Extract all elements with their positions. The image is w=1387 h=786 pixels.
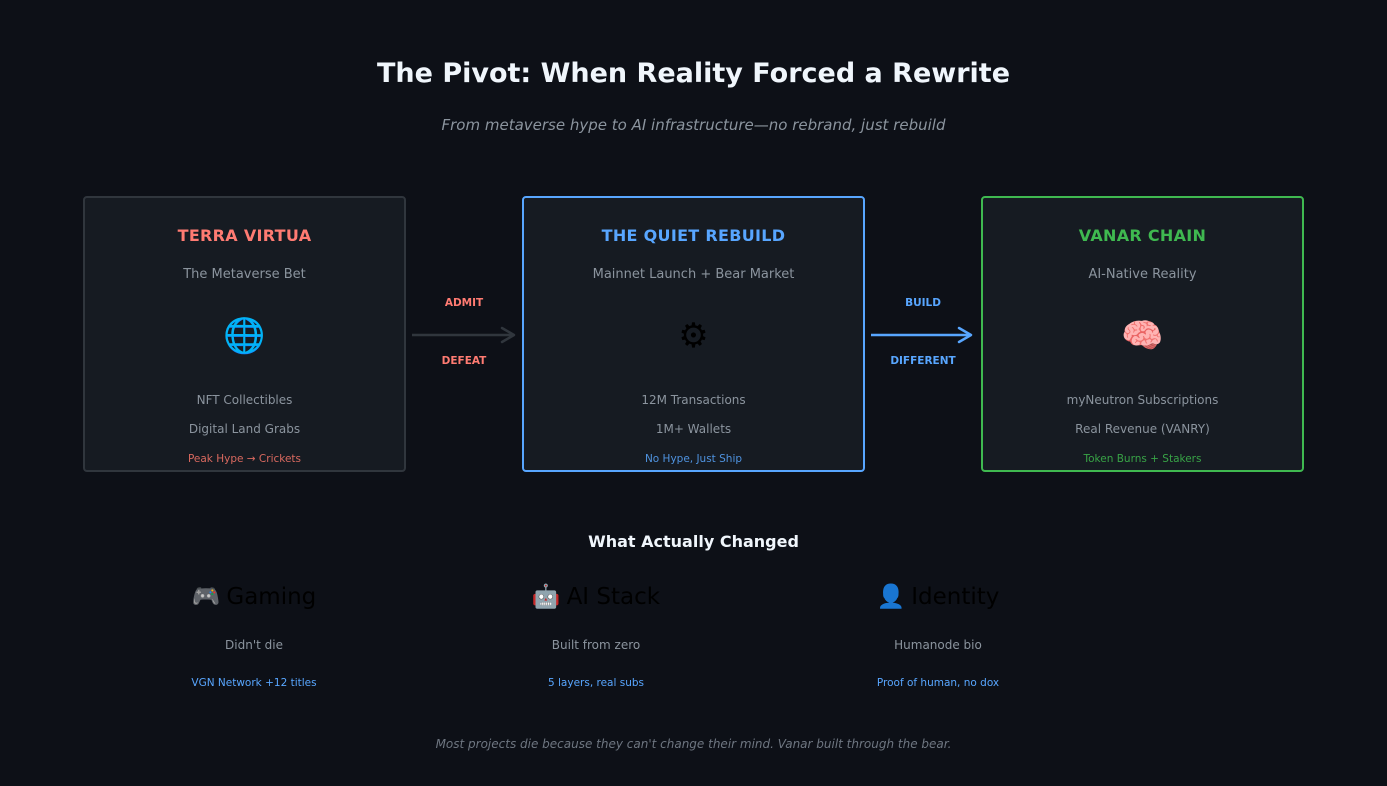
section-title: What Actually Changed xyxy=(588,532,799,551)
stage-card-vanar-chain: VANAR CHAIN AI-Native Reality 🧠 myNeutro… xyxy=(981,196,1304,472)
change-desc: Built from zero xyxy=(551,638,641,652)
change-label: Gaming xyxy=(226,584,317,610)
stage-detail: 12M Transactions xyxy=(641,393,746,407)
change-item-ai-stack: 🤖AI Stack Built from zero 5 layers, real… xyxy=(466,582,726,689)
stage-title: THE QUIET REBUILD xyxy=(601,226,786,245)
stage-title: VANAR CHAIN xyxy=(1078,226,1207,245)
globe-icon: 🌐 xyxy=(223,316,266,356)
page-title: The Pivot: When Reality Forced a Rewrite xyxy=(376,58,1011,89)
change-item-identity: 👤Identity Humanode bio Proof of human, n… xyxy=(808,582,1068,689)
arrow-right-icon xyxy=(871,326,973,344)
change-heading: 🤖AI Stack xyxy=(466,582,726,612)
change-desc: Didn't die xyxy=(225,638,283,652)
stage-detail: Real Revenue (VANRY) xyxy=(1075,422,1210,436)
change-heading: 🎮Gaming xyxy=(124,582,384,612)
robot-icon: 🤖 xyxy=(531,584,561,610)
change-label: AI Stack xyxy=(566,584,661,610)
stage-card-terra-virtua: TERRA VIRTUA The Metaverse Bet 🌐 NFT Col… xyxy=(83,196,406,472)
stage-note: Token Burns + Stakers xyxy=(1083,453,1202,465)
stage-subtitle: The Metaverse Bet xyxy=(183,267,306,282)
connector-label-bottom: DIFFERENT xyxy=(890,355,956,367)
change-item-gaming: 🎮Gaming Didn't die VGN Network +12 title… xyxy=(124,582,384,689)
connector-label-top: BUILD xyxy=(905,297,941,309)
stage-note: No Hype, Just Ship xyxy=(644,453,743,465)
connector-label-bottom: DEFEAT xyxy=(441,355,487,367)
gamepad-icon: 🎮 xyxy=(191,584,221,610)
page-subtitle: From metaverse hype to AI infrastructure… xyxy=(441,116,946,134)
stage-subtitle: Mainnet Launch + Bear Market xyxy=(592,267,795,282)
stage-subtitle: AI-Native Reality xyxy=(1088,267,1197,282)
brain-icon: 🧠 xyxy=(1121,316,1164,356)
change-note: Proof of human, no dox xyxy=(876,677,1000,689)
change-heading: 👤Identity xyxy=(808,582,1068,612)
person-icon: 👤 xyxy=(876,584,906,610)
stage-title: TERRA VIRTUA xyxy=(177,226,312,245)
stage-detail: myNeutron Subscriptions xyxy=(1066,393,1219,407)
change-desc: Humanode bio xyxy=(894,638,982,652)
change-label: Identity xyxy=(911,584,1000,610)
stage-detail: NFT Collectibles xyxy=(196,393,293,407)
change-note: VGN Network +12 titles xyxy=(191,677,317,689)
arrow-right-icon xyxy=(412,326,516,344)
gear-icon: ⚙ xyxy=(678,316,709,356)
stage-card-quiet-rebuild: THE QUIET REBUILD Mainnet Launch + Bear … xyxy=(522,196,865,472)
stage-detail: 1M+ Wallets xyxy=(655,422,732,436)
footer-caption: Most projects die because they can't cha… xyxy=(435,737,952,751)
stage-note: Peak Hype → Crickets xyxy=(187,453,302,465)
stage-detail: Digital Land Grabs xyxy=(188,422,301,436)
connector-label-top: ADMIT xyxy=(444,297,484,309)
change-note: 5 layers, real subs xyxy=(547,677,644,689)
